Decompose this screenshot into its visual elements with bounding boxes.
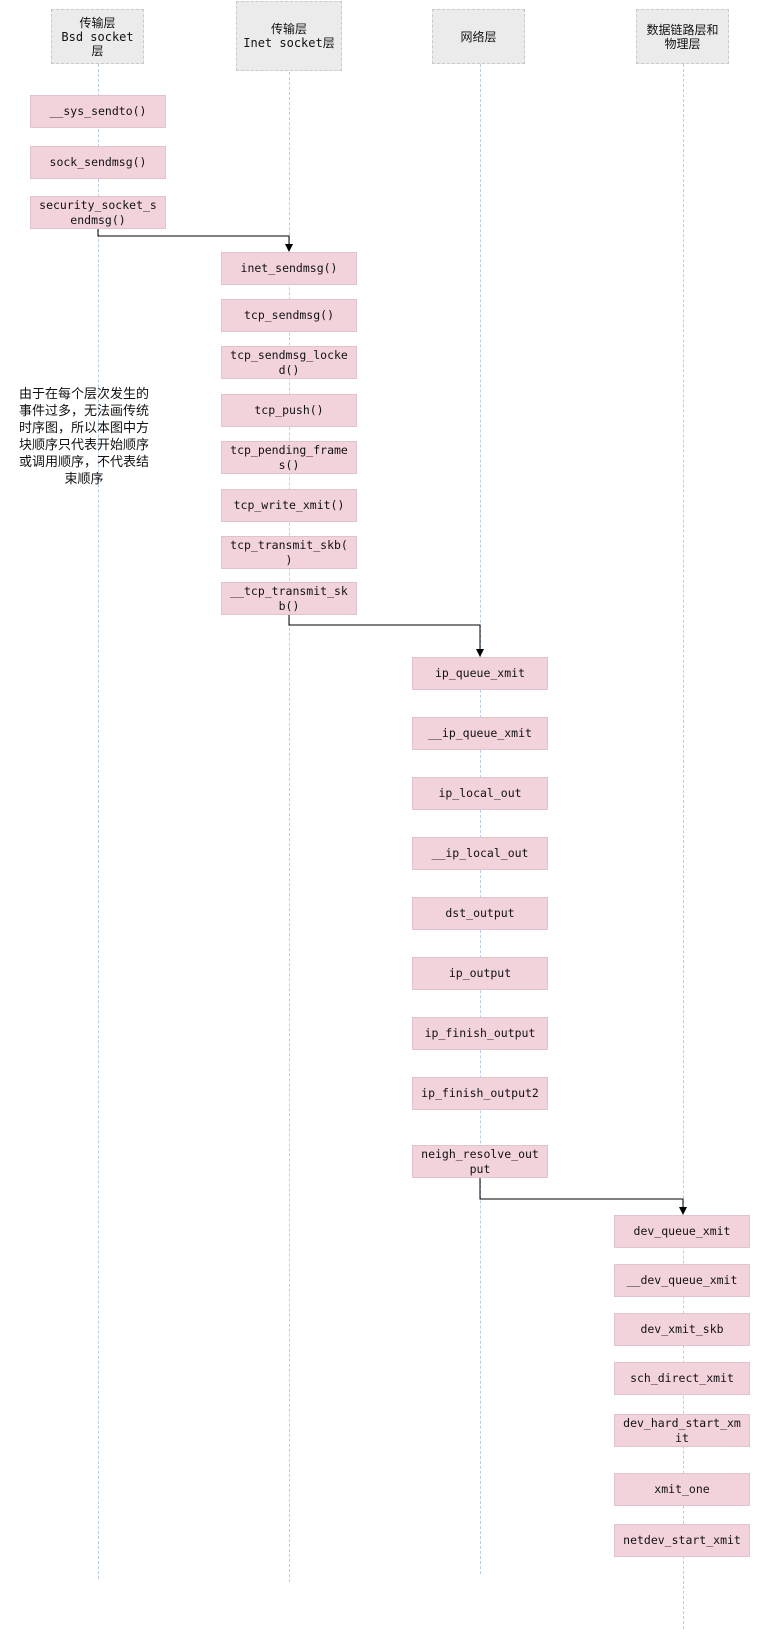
call-box: inet_sendmsg() (221, 252, 357, 285)
call-box: netdev_start_xmit (614, 1524, 750, 1557)
call-box: dst_output (412, 897, 548, 930)
call-box: __ip_local_out (412, 837, 548, 870)
call-box: security_socket_s endmsg() (30, 196, 166, 229)
arrow-inet-to-net (288, 615, 484, 657)
call-box: __tcp_transmit_sk b() (221, 582, 357, 615)
call-box: dev_xmit_skb (614, 1313, 750, 1346)
call-box: dev_hard_start_xm it (614, 1414, 750, 1447)
arrow-bsd-to-inet (97, 229, 293, 252)
lifeline-link (683, 64, 684, 1629)
diagram-note: 由于在每个层次发生的 事件过多，无法画传统 时序图，所以本图中方 块顺序只代表开… (18, 387, 149, 487)
call-box: tcp_write_xmit() (221, 489, 357, 522)
call-box: dev_queue_xmit (614, 1215, 750, 1248)
column-header-net: 网络层 (432, 9, 525, 64)
call-box: sch_direct_xmit (614, 1362, 750, 1395)
call-box: tcp_sendmsg() (221, 299, 357, 332)
call-box: ip_local_out (412, 777, 548, 810)
call-box: ip_finish_output (412, 1017, 548, 1050)
call-box: tcp_push() (221, 394, 357, 427)
lifeline-net (480, 64, 481, 1574)
call-box: tcp_sendmsg_locke d() (221, 346, 357, 379)
arrow-net-to-link (479, 1178, 687, 1215)
lifeline-bsd (98, 64, 99, 1579)
call-box: ip_queue_xmit (412, 657, 548, 690)
call-box: neigh_resolve_out put (412, 1145, 548, 1178)
call-box: ip_finish_output2 (412, 1077, 548, 1110)
call-box: tcp_pending_frame s() (221, 441, 357, 474)
call-box: __sys_sendto() (30, 95, 166, 128)
call-box: tcp_transmit_skb( ) (221, 536, 357, 569)
column-header-link: 数据链路层和 物理层 (636, 9, 729, 64)
column-header-bsd: 传输层 Bsd socket 层 (51, 9, 144, 64)
call-box: ip_output (412, 957, 548, 990)
call-box: __dev_queue_xmit (614, 1264, 750, 1297)
call-box: sock_sendmsg() (30, 146, 166, 179)
call-box: xmit_one (614, 1473, 750, 1506)
lifeline-inet (289, 72, 290, 1582)
call-box: __ip_queue_xmit (412, 717, 548, 750)
column-header-inet: 传输层 Inet socket层 (236, 1, 342, 71)
